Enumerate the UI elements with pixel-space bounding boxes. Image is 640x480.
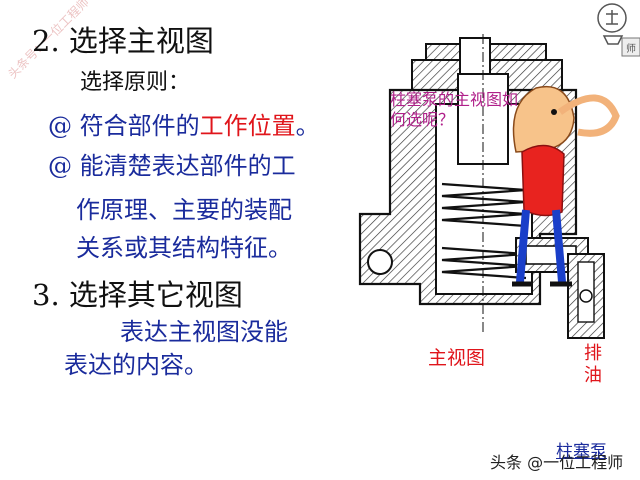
- section-heading-main-view: 2. 选择主视图: [32, 24, 214, 58]
- bullet-2-line-2: 作原理、主要的装配: [76, 196, 292, 224]
- bullet-1-prefix: @ 符合部件的: [48, 112, 200, 140]
- bullet-1-highlight: 工作位置: [199, 112, 296, 140]
- plunger-pump-link[interactable]: 柱塞泵: [556, 442, 607, 462]
- svg-text:师: 师: [626, 42, 636, 55]
- para-3-line-2: 表达的内容。: [64, 351, 208, 379]
- caption-main-view: 主视图: [428, 347, 486, 369]
- bullet-working-position: @ 符合部件的工作位置。: [48, 106, 320, 141]
- bullet-1-suffix: 。: [295, 112, 320, 140]
- logo-icon: 师: [597, 3, 640, 57]
- plunger-pump-section-drawing: [340, 34, 640, 344]
- figure-callout-text: 柱塞泵的主视图如何选呢？: [390, 90, 519, 129]
- para-3-line-1: 表达主视图没能: [120, 318, 288, 346]
- section-heading-other-views: 3. 选择其它视图: [32, 278, 243, 312]
- selection-principle-label: 选择原则：: [80, 70, 191, 95]
- toutiao-watermark: 头条 @一位工程师: [490, 453, 624, 472]
- bullet-2-line-3: 关系或其结构特征。: [76, 234, 292, 262]
- caption-drain-oil: 排油: [584, 343, 602, 386]
- cartoon-figure: [512, 85, 620, 287]
- bullet-2-line-1: @ 能清楚表达部件的工: [48, 152, 296, 180]
